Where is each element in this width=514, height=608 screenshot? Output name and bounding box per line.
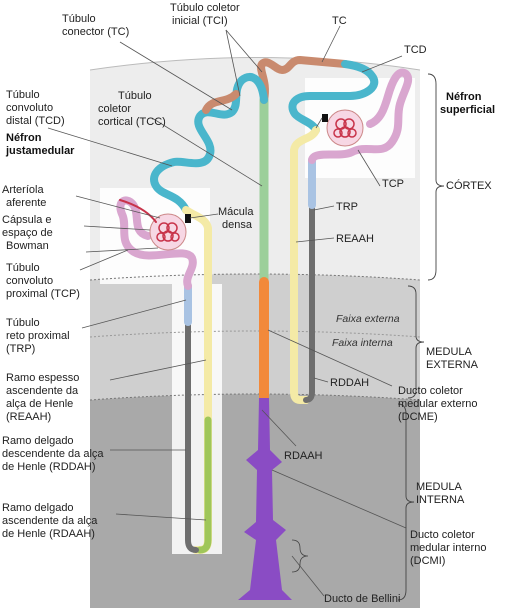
label-tc-top: TC — [332, 15, 347, 27]
label-tcp-left-3: proximal (TCP) — [6, 288, 80, 300]
label-dcme-2: medular externo — [398, 398, 478, 410]
label-trp-right: TRP — [336, 201, 358, 213]
label-tcp-left-1: Túbulo — [6, 262, 40, 274]
label-medula-ext-1: MEDULA — [426, 346, 473, 358]
label-rddah-left-2: descendente da alça — [2, 448, 104, 460]
superficial-proximal-convoluted-tubule — [308, 68, 413, 164]
label-tcd-1: Túbulo — [6, 89, 40, 101]
label-macula-1: Mácula — [218, 206, 254, 218]
label-nefron-sup-1: Néfron — [446, 91, 482, 103]
juxtamedullary-proximal-convoluted-tubule — [116, 196, 197, 290]
label-arteriola-1: Arteríola — [2, 184, 44, 196]
label-bellini: Ducto de Bellini — [324, 593, 400, 605]
label-reaah-left-2: ascendente da — [6, 385, 79, 397]
juxtamedullary-macula-densa — [185, 214, 191, 223]
label-dcmi-1: Ducto coletor — [410, 529, 475, 541]
label-capsula-1: Cápsula e — [2, 214, 52, 226]
superficial-thick-ascending-limb — [290, 126, 320, 404]
label-rdaah-left-1: Ramo delgado — [2, 502, 74, 514]
label-faixa-interna: Faixa interna — [332, 337, 393, 349]
outer-medulla-bracket — [407, 285, 425, 399]
label-tci-1: Túbulo coletor — [170, 2, 240, 14]
label-tcp-right: TCP — [382, 178, 404, 190]
label-tcc-3: cortical (TCC) — [98, 116, 166, 128]
panel-juxtamedullary-loop — [172, 284, 222, 554]
label-cortex: CÓRTEX — [446, 179, 492, 192]
superficial-connecting-tubule — [257, 56, 349, 104]
label-nefron-justa-2: justamedular — [5, 145, 75, 157]
label-tcc-2: coletor — [98, 103, 131, 115]
cortex-medulla-boundary — [89, 273, 421, 281]
label-rdaah-left-2: ascendente da alça — [2, 515, 98, 527]
label-tcp-left-2: convoluto — [6, 275, 53, 287]
label-rddah-left-1: Ramo delgado — [2, 435, 74, 447]
inner-medullary-collecting-duct — [238, 398, 292, 600]
label-rddah-left-3: de Henle (RDDAH) — [2, 461, 96, 473]
labels: Túbulo conector (TC) Túbulo coletor inic… — [2, 2, 495, 605]
label-rdaah-center: RDAAH — [284, 450, 323, 462]
label-rddah-right: RDDAH — [330, 377, 369, 389]
label-dcme-1: Ducto coletor — [398, 385, 463, 397]
superficial-distal-tubule — [288, 60, 379, 134]
label-capsula-3: Bowman — [6, 240, 49, 252]
label-reaah-left-4: (REAAH) — [6, 411, 51, 423]
label-nefron-justa-1: Néfron — [6, 132, 42, 144]
label-trp-left-3: (TRP) — [6, 343, 35, 355]
label-medula-int-1: MEDULA — [416, 481, 463, 493]
label-trp-left-1: Túbulo — [6, 317, 40, 329]
label-faixa-externa: Faixa externa — [336, 313, 400, 325]
juxtamedullary-distal-tubule — [150, 72, 268, 214]
label-medula-int-2: INTERNA — [416, 494, 465, 506]
juxtamedullary-connecting-tubule — [202, 90, 240, 114]
label-tci-2: inicial (TCI) — [172, 15, 228, 27]
label-dcme-3: (DCME) — [398, 411, 438, 423]
label-dcmi-3: (DCMI) — [410, 555, 445, 567]
kidney-top-edge — [89, 57, 421, 71]
label-tcc-1: Túbulo — [118, 90, 152, 102]
inner-medulla-bracket — [397, 403, 415, 601]
superficial-glomerulus — [333, 118, 357, 138]
label-reaah-left-1: Ramo espesso — [6, 372, 79, 384]
label-dcmi-2: medular interno — [410, 542, 486, 554]
label-medula-ext-2: EXTERNA — [426, 359, 479, 371]
afferent-arteriole — [119, 199, 157, 223]
label-capsula-2: espaço de — [2, 227, 53, 239]
label-rdaah-left-3: de Henle (RDAAH) — [2, 528, 95, 540]
label-reaah-left-3: alça de Henle — [6, 398, 73, 410]
label-reaah-right: REAAH — [336, 233, 374, 245]
juxtamedullary-thin-descending-limb — [185, 319, 199, 553]
dcmi-bracket — [291, 539, 309, 573]
label-conector-2: conector (TC) — [62, 26, 129, 38]
label-conector-1: Túbulo — [62, 13, 96, 25]
label-nefron-sup-2: superficial — [440, 104, 495, 116]
cortex-bracket — [427, 73, 445, 281]
juxtamedullary-glomerulus — [156, 222, 180, 242]
superficial-macula-densa — [322, 114, 328, 122]
leader-lines — [47, 25, 407, 597]
label-tcd-3: distal (TCD) — [6, 115, 65, 127]
label-tcd-2: convoluto — [6, 102, 53, 114]
label-tcd-top: TCD — [404, 44, 427, 56]
superficial-thin-descending-limb — [303, 202, 315, 403]
outer-stripe-boundary — [89, 330, 421, 338]
outer-inner-medulla-boundary — [89, 393, 421, 401]
label-macula-2: densa — [222, 219, 253, 231]
juxtamedullary-thin-ascending-limb — [196, 416, 212, 554]
label-arteriola-2: aferente — [6, 197, 46, 209]
label-trp-left-2: reto proximal — [6, 330, 70, 342]
